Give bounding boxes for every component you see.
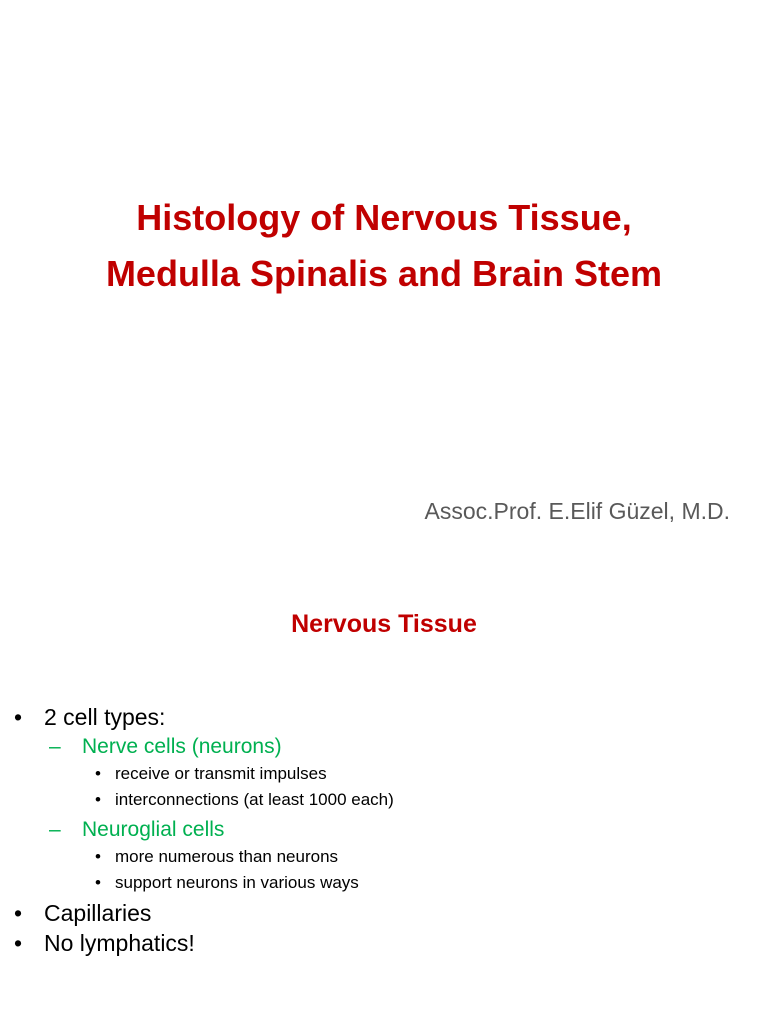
cell-type-list: Nerve cells (neurons) receive or transmi… (44, 732, 394, 898)
bullet-lymphatics: No lymphatics! (14, 928, 394, 958)
detail-item: interconnections (at least 1000 each) (95, 787, 394, 813)
detail-item: more numerous than neurons (95, 844, 394, 870)
author-credit: Assoc.Prof. E.Elif Güzel, M.D. (424, 498, 730, 524)
bullet-capillaries: Capillaries (14, 898, 394, 928)
sub-bullet-neuroglia: Neuroglial cells more numerous than neur… (49, 815, 394, 898)
sub-bullet-text: Neuroglial cells (82, 818, 225, 841)
presentation-title: Histology of Nervous Tissue, Medulla Spi… (40, 190, 728, 302)
bullet-cell-types: 2 cell types: Nerve cells (neurons) rece… (14, 702, 394, 898)
detail-item: receive or transmit impulses (95, 761, 394, 787)
slide-title: Nervous Tissue (291, 610, 477, 638)
neuron-details: receive or transmit impulses interconnec… (82, 761, 394, 815)
sub-bullet-text: Nerve cells (neurons) (82, 735, 282, 758)
detail-item: support neurons in various ways (95, 870, 394, 896)
title-line-1: Histology of Nervous Tissue, (136, 197, 632, 238)
sub-bullet-neurons: Nerve cells (neurons) receive or transmi… (49, 732, 394, 815)
title-slide: Histology of Nervous Tissue, Medulla Spi… (40, 190, 730, 524)
bullet-list: 2 cell types: Nerve cells (neurons) rece… (14, 702, 394, 958)
content-slide: Nervous Tissue 2 cell types: Nerve cells… (0, 576, 768, 1024)
bullet-text: 2 cell types: (44, 704, 166, 730)
title-line-2: Medulla Spinalis and Brain Stem (105, 253, 663, 294)
neuroglia-details: more numerous than neurons support neuro… (82, 844, 394, 898)
